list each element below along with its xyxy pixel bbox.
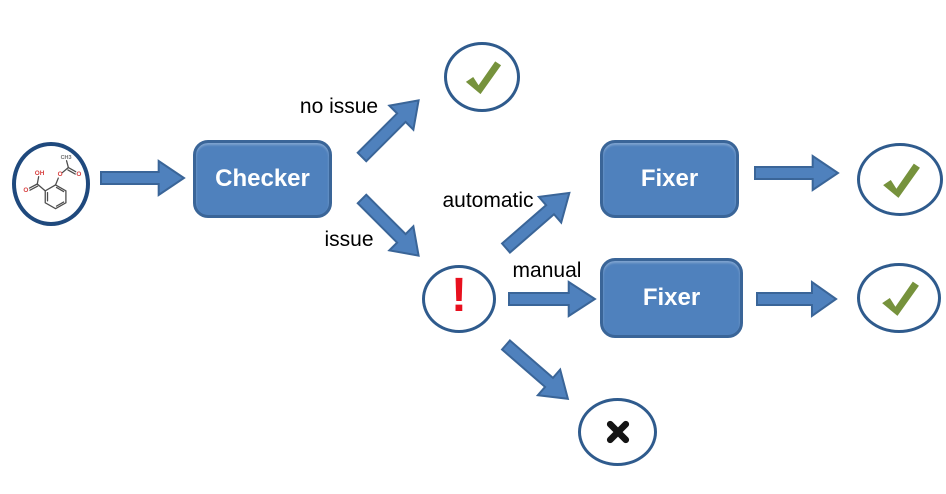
ok-no-issue-node: [444, 42, 520, 112]
atom-label-o-carboxyl: O: [23, 187, 28, 194]
arrow-fixer-automatic-to-ok: [755, 154, 840, 192]
ok-manual-node: [857, 263, 941, 333]
edge-label-issue: issue: [324, 228, 374, 251]
input-molecule-node: OH O O O CH3: [12, 142, 90, 226]
edge-label-automatic: automatic: [442, 189, 534, 212]
checker-node: Checker: [193, 140, 332, 218]
rejected-node: [578, 398, 657, 466]
atom-label-o-carbonyl: O: [76, 171, 81, 178]
atom-label-oh: OH: [35, 170, 45, 177]
checker-node-label: Checker: [215, 165, 310, 192]
cross-icon: [606, 420, 629, 444]
arrow-issue-to-fixer-manual: [509, 280, 597, 318]
aspirin-structure-icon: OH O O O CH3: [23, 155, 81, 210]
check-icon: [465, 61, 502, 95]
atom-label-ch3: CH3: [61, 155, 72, 161]
arrow-checker-to-ok: [349, 86, 434, 171]
check-icon: [883, 163, 920, 198]
fixer-manual-node-label: Fixer: [642, 284, 701, 311]
fixer-automatic-node: Fixer: [600, 140, 739, 218]
arrow-issue-to-rejected: [494, 331, 582, 415]
arrow-input-to-checker: [101, 159, 186, 197]
atom-label-o-ester: O: [58, 171, 63, 178]
arrow-fixer-manual-to-ok: [757, 280, 838, 318]
fixer-automatic-node-label: Fixer: [640, 165, 699, 192]
issue-node: !: [422, 265, 496, 333]
edge-label-no-issue: no issue: [299, 95, 379, 118]
arrow-issue-to-fixer-automatic: [494, 177, 584, 262]
fixer-manual-node: Fixer: [600, 258, 743, 338]
ok-automatic-node: [857, 143, 943, 216]
edge-label-manual: manual: [512, 259, 582, 282]
check-icon: [882, 281, 919, 316]
arrow-checker-to-issue: [349, 186, 434, 271]
exclamation-icon: !: [451, 269, 467, 322]
